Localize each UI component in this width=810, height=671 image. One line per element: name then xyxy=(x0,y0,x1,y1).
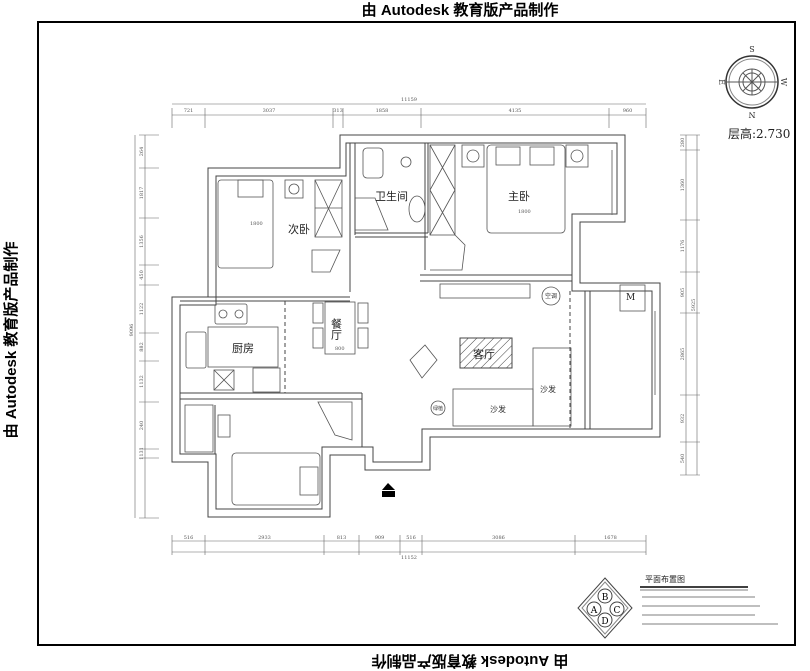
bed2-width-dim: 1800 xyxy=(250,221,263,227)
room-living: 客厅 xyxy=(473,347,495,361)
sofa-label-2: 沙发 xyxy=(540,384,556,394)
dim-label-right: 1360 xyxy=(680,179,686,192)
room-kitchen: 厨房 xyxy=(232,342,254,355)
legend-diamond-icon: B D A C xyxy=(577,577,633,639)
outer-wall-inner xyxy=(179,142,653,510)
watermark-top: 由 Autodesk 教育版产品制作 xyxy=(362,1,559,19)
dim-bottom-total: 11152 xyxy=(401,555,417,561)
svg-text:C: C xyxy=(614,606,621,616)
compass-s: S xyxy=(749,44,754,53)
dim-label-bottom: 516 xyxy=(184,535,194,541)
watermark-left: 由 Autodesk 教育版产品制作 xyxy=(2,242,20,439)
bathroom-fixtures xyxy=(355,144,456,236)
room-dining: 餐厅 xyxy=(330,317,343,340)
dim-label-top: 721 xyxy=(184,108,194,114)
dim-label-top: 4135 xyxy=(509,108,522,114)
entrance-arrow-icon xyxy=(382,483,395,490)
title-block: 平面布置图 B D A C xyxy=(577,574,778,639)
compass-icon: S N E W xyxy=(717,44,788,119)
compass-e: E xyxy=(717,79,726,85)
dim-label-top: 1858 xyxy=(376,108,389,114)
dim-label-left: 264 xyxy=(139,147,145,157)
dim-label-right: 905 xyxy=(680,288,686,298)
svg-text:M: M xyxy=(626,293,635,303)
dim-label-left: 1132 xyxy=(139,375,145,388)
dim-label-bottom: 909 xyxy=(375,535,385,541)
watermark-bottom: 由 Autodesk 教育版产品制作 xyxy=(372,652,569,670)
svg-text:B: B xyxy=(602,593,609,603)
air-conditioner-label: 空调 xyxy=(545,292,557,300)
room-bathroom: 卫生间 xyxy=(375,189,408,203)
dim-label-right: 932 xyxy=(680,414,686,424)
dining-table-dim: 800 xyxy=(335,346,345,352)
dim-label-bottom: 813 xyxy=(337,535,347,541)
dim-top-total: 11159 xyxy=(401,97,417,103)
dim-label-top: 313 xyxy=(333,108,343,114)
dim-left-total: 9096 xyxy=(129,324,135,337)
dim-label-top: 960 xyxy=(623,108,633,114)
dim-label-right: 2865 xyxy=(680,348,686,361)
master-bedroom-furniture xyxy=(430,144,613,271)
kitchen-fixtures xyxy=(185,303,281,393)
dim-label-bottom: 516 xyxy=(406,535,416,541)
floor-height-label: 层高:2.730 xyxy=(728,126,790,141)
dim-label-left: 882 xyxy=(139,342,145,352)
dim-label-left: 1356 xyxy=(139,235,145,248)
dim-label-bottom: 1678 xyxy=(604,535,617,541)
second-bedroom-furniture xyxy=(217,179,343,273)
room-second-bedroom: 次卧 xyxy=(288,222,310,236)
dining-table xyxy=(312,301,369,355)
master-bed-dim: 1800 xyxy=(518,209,531,215)
sofa-label-1: 沙发 xyxy=(490,404,506,414)
dimension-lines xyxy=(134,103,698,553)
plant-label: 绿植 xyxy=(433,405,443,412)
dim-label-left: 1122 xyxy=(139,303,145,316)
dim-label-left: 1817 xyxy=(139,187,145,200)
svg-text:D: D xyxy=(601,617,608,627)
dim-label-right: 540 xyxy=(680,454,686,464)
title-block-title: 平面布置图 xyxy=(645,574,685,584)
dim-label-left: 240 xyxy=(139,421,145,431)
compass-w: W xyxy=(779,78,788,87)
dim-label-right: 280 xyxy=(680,138,686,148)
dim-label-top: 3037 xyxy=(263,108,276,114)
outer-wall xyxy=(171,134,661,518)
dim-right-total: 5925 xyxy=(691,299,697,312)
compass-n: N xyxy=(749,110,756,119)
dim-label-bottom: 2933 xyxy=(258,535,271,541)
room-master-bedroom: 主卧 xyxy=(508,190,530,203)
third-bedroom-furniture xyxy=(184,401,353,506)
dim-label-bottom: 3086 xyxy=(492,535,505,541)
drawing-frame xyxy=(37,21,796,646)
svg-text:A: A xyxy=(590,606,598,616)
dim-label-left: 1131 xyxy=(139,447,145,460)
coffee-table xyxy=(459,337,513,369)
dim-label-right: 1176 xyxy=(680,240,686,253)
entrance-step-icon xyxy=(382,491,395,497)
living-furniture: M xyxy=(409,283,656,427)
dim-label-left: 450 xyxy=(139,270,145,280)
